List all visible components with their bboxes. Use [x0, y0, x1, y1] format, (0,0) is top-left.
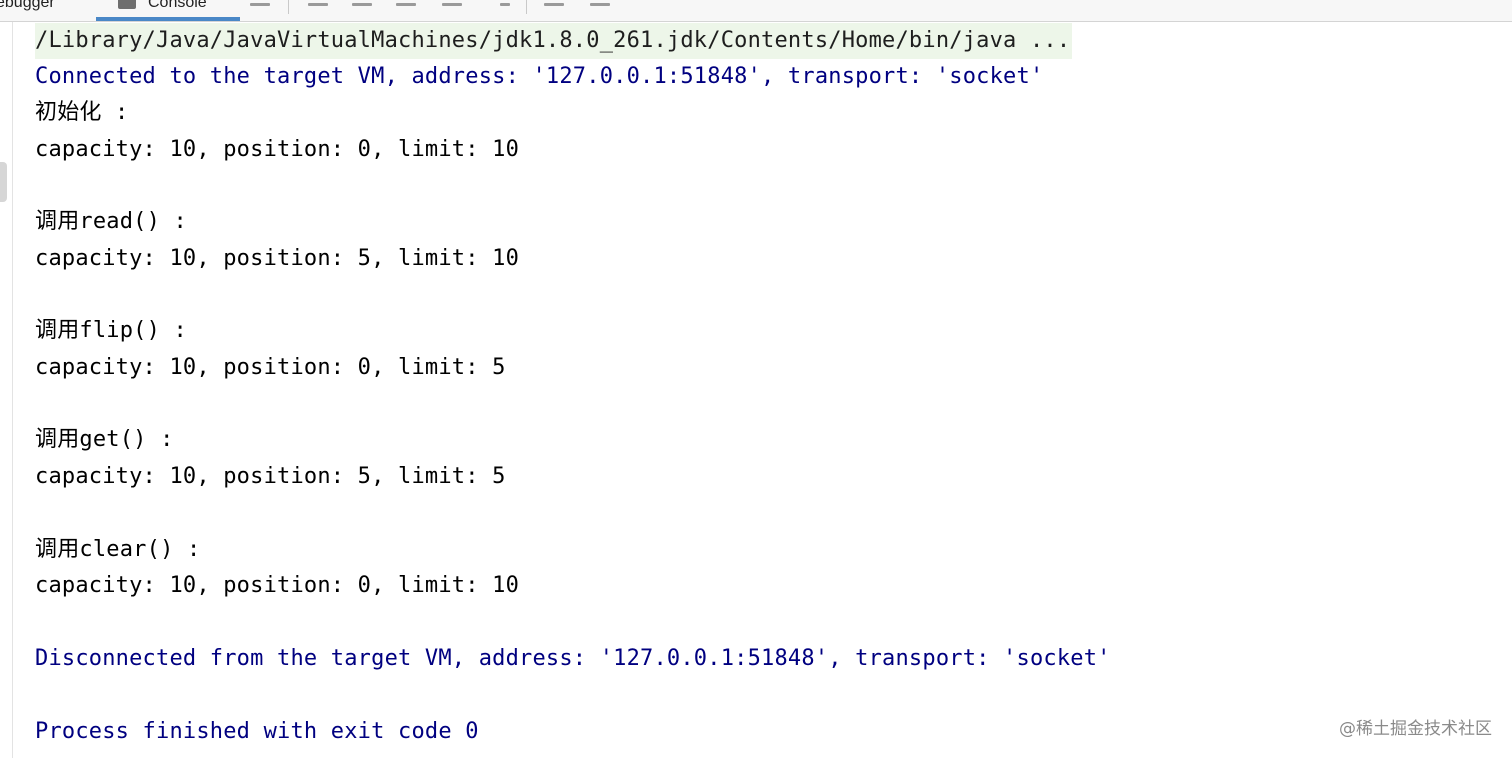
tool-window-tab-bar: ebugger Console: [0, 0, 1512, 22]
read-values: capacity: 10, position: 5, limit: 10: [35, 246, 520, 271]
toolbar-separator: [526, 0, 527, 14]
force-step-into-icon[interactable]: [396, 3, 416, 6]
run-to-cursor-icon[interactable]: [500, 3, 510, 6]
read-label: 调用read() :: [35, 209, 187, 234]
watermark: @稀土掘金技术社区: [1339, 719, 1492, 739]
active-tab-indicator: [96, 17, 240, 21]
clear-values: capacity: 10, position: 0, limit: 10: [35, 573, 520, 598]
console-gutter: [12, 22, 13, 758]
evaluate-expression-icon[interactable]: [544, 3, 564, 6]
flip-label: 调用flip() :: [35, 318, 187, 343]
step-into-icon[interactable]: [352, 3, 372, 6]
tab-debugger-label: ebugger: [0, 0, 55, 11]
process-finished-message: Process finished with exit code 0: [35, 719, 479, 744]
console-output[interactable]: /Library/Java/JavaVirtualMachines/jdk1.8…: [35, 22, 1512, 758]
init-label: 初始化 :: [35, 100, 129, 125]
tab-console[interactable]: Console: [118, 0, 207, 21]
init-values: capacity: 10, position: 0, limit: 10: [35, 137, 520, 162]
console-icon: [118, 0, 136, 9]
flip-values: capacity: 10, position: 0, limit: 5: [35, 355, 506, 380]
disconnected-message: Disconnected from the target VM, address…: [35, 646, 1111, 671]
connected-message: Connected to the target VM, address: '12…: [35, 64, 1044, 89]
step-over-icon[interactable]: [308, 3, 328, 6]
step-out-icon[interactable]: [442, 3, 462, 6]
toolbar-separator: [288, 0, 289, 14]
tab-console-label: Console: [148, 0, 207, 11]
clear-label: 调用clear() :: [35, 537, 201, 562]
get-label: 调用get() :: [35, 427, 174, 452]
scroll-marker[interactable]: [0, 162, 7, 202]
tab-debugger[interactable]: ebugger: [0, 0, 55, 21]
get-values: capacity: 10, position: 5, limit: 5: [35, 464, 506, 489]
trace-icon[interactable]: [590, 3, 610, 6]
layout-icon[interactable]: [250, 3, 270, 6]
command-line: /Library/Java/JavaVirtualMachines/jdk1.8…: [35, 23, 1073, 59]
